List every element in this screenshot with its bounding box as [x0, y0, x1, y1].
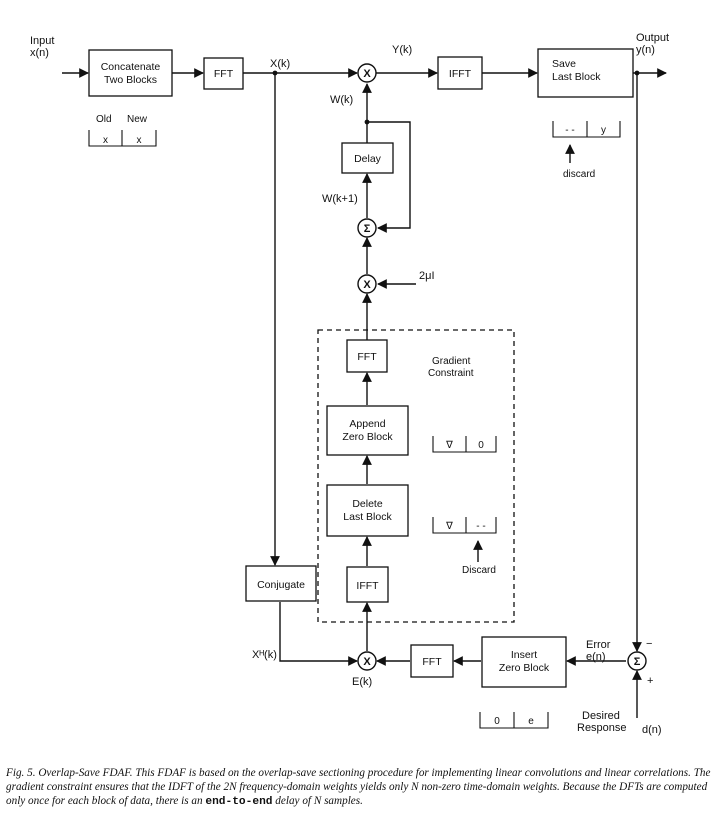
desired-label: Desired — [582, 710, 620, 722]
plus-sign: + — [647, 675, 653, 687]
svg-text:Concatenate: Concatenate — [101, 61, 161, 73]
svg-text:Σ: Σ — [634, 656, 641, 668]
output-label: Output — [636, 32, 669, 44]
Ek-label: E(k) — [352, 676, 372, 688]
svg-text:X: X — [363, 656, 371, 668]
gradient-constraint-region — [317, 329, 515, 623]
multiplier-node-output: X — [357, 63, 377, 83]
Wk-label: W(k) — [330, 94, 353, 106]
Wk1-label: W(k+1) — [322, 193, 358, 205]
concatenate-block: Concatenate Two Blocks — [88, 49, 173, 97]
svg-text:0: 0 — [478, 440, 484, 451]
svg-text:FFT: FFT — [214, 68, 234, 80]
fft-block-gradient: FFT — [346, 339, 388, 373]
input-label: Input — [30, 35, 54, 47]
svg-text:Last Block: Last Block — [552, 71, 601, 83]
response-label: Response — [577, 722, 627, 734]
svg-text:Append: Append — [349, 418, 385, 430]
svg-text:y: y — [601, 125, 606, 136]
multiplier-node-error: X — [357, 651, 377, 671]
svg-text:X: X — [363, 279, 371, 291]
figure-caption: Fig. 5. Overlap-Save FDAF. This FDAF is … — [6, 766, 714, 809]
summing-node-weights: Σ — [357, 218, 377, 238]
multiplier-node-stepsize: X — [357, 274, 377, 294]
XHk-label: Xᴴ(k) — [252, 649, 277, 661]
discard-label-gradient: Discard — [462, 565, 496, 576]
error-block-bracket: 0 e — [479, 712, 549, 729]
conjugate-block: Conjugate — [245, 565, 317, 602]
svg-text:x: x — [103, 135, 108, 146]
delay-block: Delay — [341, 142, 394, 174]
svg-text:IFFT: IFFT — [356, 580, 379, 592]
svg-text:Delete: Delete — [352, 498, 383, 510]
svg-text:FFT: FFT — [422, 656, 442, 668]
delete-last-block: Delete Last Block — [326, 484, 409, 537]
gradient-constraint-label: Gradient — [432, 356, 471, 367]
output-block-bracket: - - y — [552, 121, 621, 138]
new-label: New — [127, 114, 148, 125]
Yk-label: Y(k) — [392, 44, 412, 56]
svg-text:- -: - - — [565, 125, 574, 136]
output-signal-label: y(n) — [636, 44, 655, 56]
discard-label: discard — [563, 169, 595, 180]
Xk-label: X(k) — [270, 58, 290, 70]
mu-label: 2μI — [419, 270, 435, 282]
svg-text:Zero Block: Zero Block — [499, 662, 550, 674]
overlap-save-fdaf-diagram: Concatenate Two Blocks FFT IFFT Save Las… — [30, 32, 669, 736]
save-last-block: Save Last Block — [537, 48, 634, 98]
svg-text:0: 0 — [494, 716, 500, 727]
ifft-block-output: IFFT — [437, 56, 483, 90]
svg-text:Two Blocks: Two Blocks — [104, 74, 157, 86]
svg-text:IFFT: IFFT — [449, 68, 472, 80]
svg-text:FFT: FFT — [357, 351, 377, 363]
svg-text:Insert: Insert — [511, 649, 537, 661]
minus-sign: − — [646, 638, 652, 650]
error-label: Error — [586, 639, 611, 651]
svg-text:- -: - - — [476, 521, 485, 532]
error-signal-label: e(n) — [586, 651, 606, 663]
ifft-block-gradient: IFFT — [346, 566, 389, 603]
fft-block-input: FFT — [203, 57, 244, 90]
caption-text: Fig. 5. Overlap-Save FDAF. This FDAF is … — [6, 767, 711, 807]
append-zero-block: Append Zero Block — [326, 405, 409, 456]
old-label: Old — [96, 114, 112, 125]
svg-text:∇: ∇ — [445, 440, 453, 451]
summing-node-error: Σ — [627, 651, 647, 671]
svg-text:Last Block: Last Block — [343, 511, 392, 523]
signal-wires — [62, 68, 667, 718]
append-zero-bracket: ∇ 0 — [432, 436, 497, 453]
svg-text:x: x — [137, 135, 142, 146]
svg-text:Conjugate: Conjugate — [257, 579, 305, 591]
caption-text-end: delay of N samples. — [272, 795, 363, 807]
caption-emphasis: end-to-end — [205, 796, 273, 808]
old-new-bracket: x x — [88, 130, 157, 147]
svg-text:Save: Save — [552, 58, 576, 70]
fft-block-error: FFT — [410, 644, 454, 678]
svg-text:Zero Block: Zero Block — [342, 431, 393, 443]
delete-last-bracket: ∇ - - — [432, 517, 497, 534]
input-signal-label: x(n) — [30, 47, 49, 59]
gradient-constraint-label-2: Constraint — [428, 368, 474, 379]
svg-text:∇: ∇ — [445, 521, 453, 532]
svg-text:Delay: Delay — [354, 153, 382, 165]
insert-zero-block: Insert Zero Block — [481, 636, 567, 688]
dn-label: d(n) — [642, 724, 662, 736]
svg-text:X: X — [363, 68, 371, 80]
svg-text:e: e — [528, 716, 534, 727]
svg-text:Σ: Σ — [364, 223, 371, 235]
